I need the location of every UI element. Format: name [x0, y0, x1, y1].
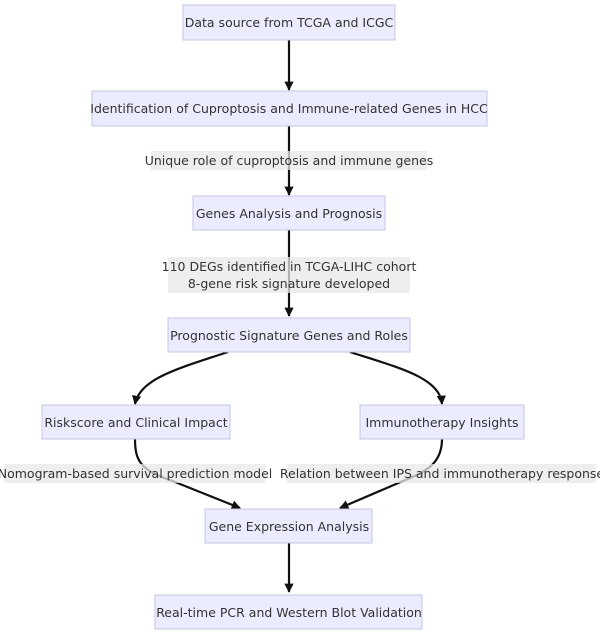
node-label: Data source from TCGA and ICGC: [185, 15, 394, 30]
node-label: Gene Expression Analysis: [209, 519, 369, 534]
edge-label-text: Relation between IPS and immunotherapy r…: [280, 466, 600, 481]
node-riskscore: Riskscore and Clinical Impact: [41, 404, 231, 440]
node-gene-expression: Gene Expression Analysis: [204, 508, 373, 544]
edge-label-unique-role: Unique role of cuproptosis and immune ge…: [145, 151, 434, 170]
edge-label-nomogram: Nomogram-based survival prediction model: [0, 464, 272, 483]
edge-label-text-line-2: 8-gene risk signature developed: [188, 276, 390, 291]
node-label: Genes Analysis and Prognosis: [196, 206, 382, 221]
node-validation: Real-time PCR and Western Blot Validatio…: [154, 594, 423, 630]
edge-prognostic-signature-to-immunotherapy: [349, 350, 446, 405]
node-label: Prognostic Signature Genes and Roles: [170, 328, 408, 343]
node-immunotherapy: Immunotherapy Insights: [359, 404, 525, 440]
edge-prognostic-signature-to-riskscore: [132, 350, 229, 405]
node-label: Identification of Cuproptosis and Immune…: [90, 101, 488, 116]
node-genes-analysis: Genes Analysis and Prognosis: [192, 195, 386, 231]
edge-label-text: Nomogram-based survival prediction model: [0, 466, 272, 481]
node-identification: Identification of Cuproptosis and Immune…: [90, 90, 488, 127]
node-prognostic-signature: Prognostic Signature Genes and Roles: [167, 317, 411, 353]
edge-label-text: Unique role of cuproptosis and immune ge…: [145, 153, 434, 168]
edge-label-degs: 110 DEGs identified in TCGA-LIHC cohort …: [162, 257, 417, 293]
edge-label-text-line-1: 110 DEGs identified in TCGA-LIHC cohort: [162, 259, 417, 274]
node-label: Riskscore and Clinical Impact: [44, 415, 227, 430]
node-label: Real-time PCR and Western Blot Validatio…: [156, 605, 422, 620]
edge-label-ips-relation: Relation between IPS and immunotherapy r…: [280, 464, 600, 483]
node-label: Immunotherapy Insights: [365, 415, 518, 430]
node-data-source: Data source from TCGA and ICGC: [182, 4, 396, 41]
